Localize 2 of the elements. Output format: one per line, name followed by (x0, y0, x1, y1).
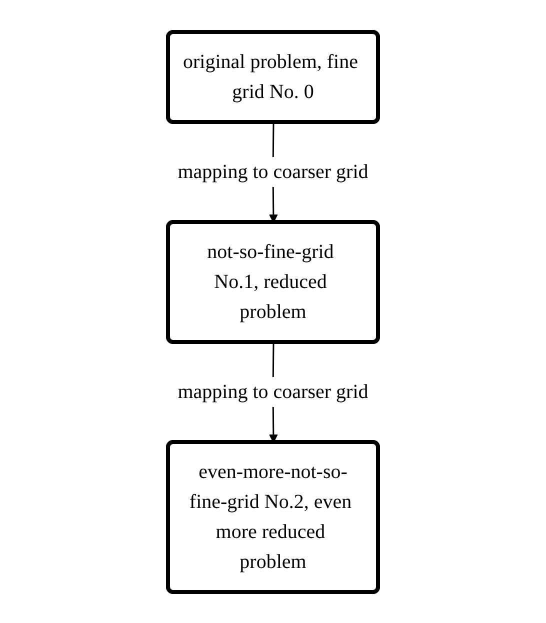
edge-label: mapping to coarser grid (178, 380, 368, 402)
edge-label: mapping to coarser grid (178, 160, 368, 182)
